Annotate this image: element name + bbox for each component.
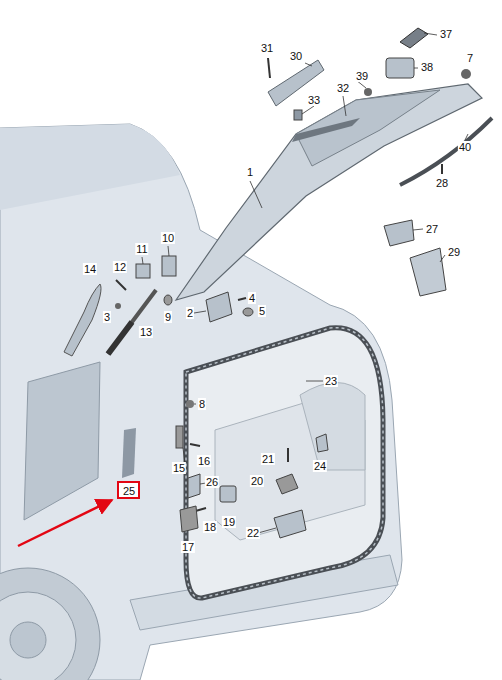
callout-number: 13 — [139, 326, 153, 338]
callout-number: 23 — [324, 375, 338, 387]
callout-number: 17 — [181, 541, 195, 553]
callout-number: 18 — [203, 521, 217, 533]
callout-number: 5 — [258, 305, 266, 317]
callout-number: 21 — [261, 453, 275, 465]
callout-number: 25 — [123, 485, 134, 497]
callout-number: 31 — [260, 42, 274, 54]
callout-number: 30 — [289, 50, 303, 62]
callout-number: 32 — [336, 82, 350, 94]
callout-number: 16 — [197, 455, 211, 467]
callout-number: 24 — [313, 460, 327, 472]
callout-number: 7 — [466, 52, 474, 64]
callout-number: 14 — [83, 263, 97, 275]
callout-number: 26 — [205, 476, 219, 488]
callout-number: 2 — [186, 307, 194, 319]
callout-number: 38 — [420, 61, 434, 73]
callout-number: 27 — [425, 223, 439, 235]
callout-number: 29 — [447, 246, 461, 258]
callout-number: 40 — [458, 141, 472, 153]
callout-number: 19 — [222, 516, 236, 528]
callout-number: 12 — [113, 261, 127, 273]
callout-number: 8 — [198, 398, 206, 410]
callout-number: 3 — [103, 311, 111, 323]
callout-number: 9 — [164, 311, 172, 323]
callout-number: 11 — [135, 243, 148, 255]
callout-number: 22 — [246, 527, 260, 539]
callout-number: 4 — [248, 292, 256, 304]
callout-number: 33 — [307, 94, 321, 106]
callout-number: 37 — [439, 28, 453, 40]
highlight-box: 25 — [117, 481, 140, 499]
callout-number: 20 — [250, 475, 264, 487]
callout-number: 10 — [161, 232, 175, 244]
callout-number: 28 — [435, 177, 449, 189]
callout-number: 15 — [172, 462, 186, 474]
callout-number: 1 — [246, 166, 254, 178]
callout-number: 39 — [355, 70, 369, 82]
